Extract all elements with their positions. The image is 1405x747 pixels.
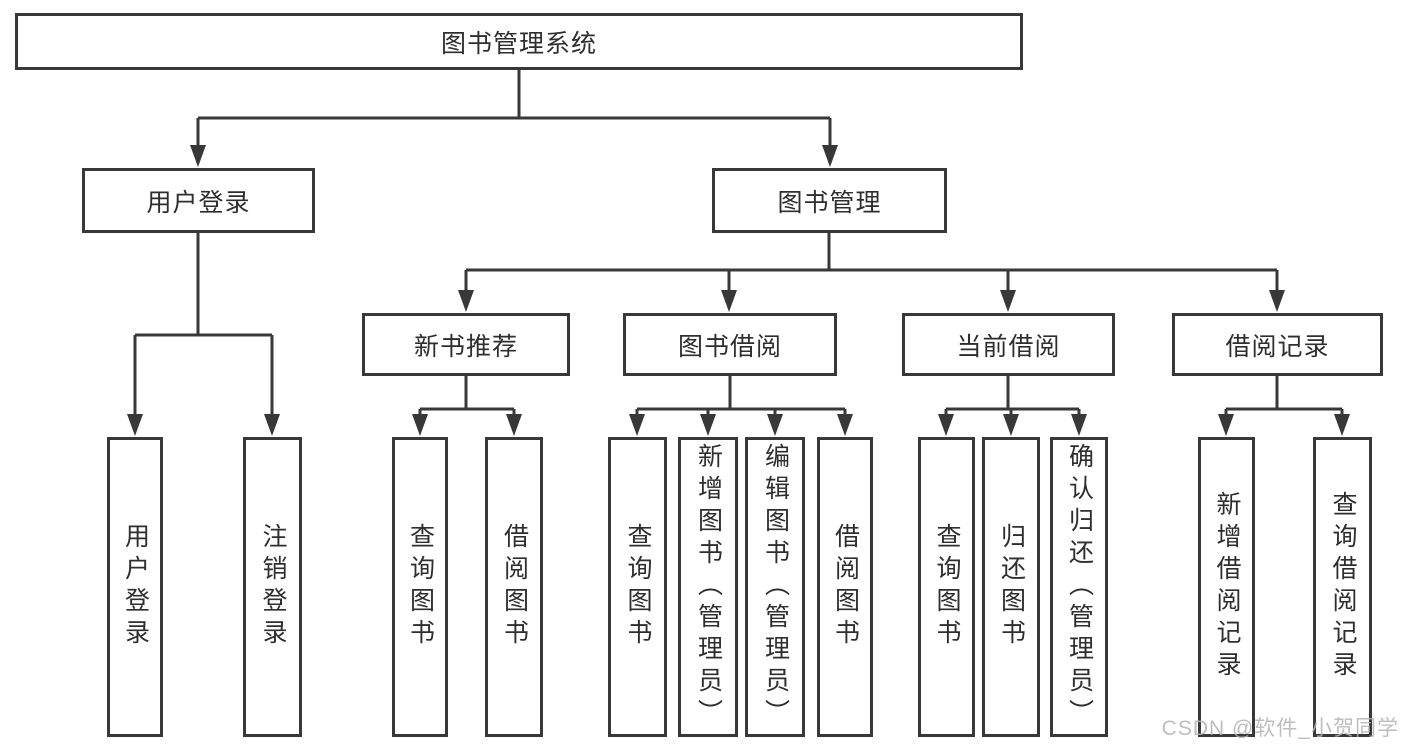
- leaf-query-books-current: 查询图书: [918, 437, 975, 737]
- arrowhead-icon: [127, 414, 143, 436]
- leaf-label: 注销登录: [259, 523, 287, 651]
- leaf-add-book-admin: 新增图书（管理员）: [678, 437, 738, 737]
- leaf-borrow-books-borrowing: 借阅图书: [817, 437, 873, 737]
- node-book-management: 图书管理: [712, 168, 947, 233]
- node-root-system: 图书管理系统: [15, 13, 1023, 70]
- node-label: 当前借阅: [956, 332, 1061, 361]
- arrowhead-icon: [721, 290, 737, 312]
- arrowhead-icon: [837, 414, 853, 436]
- leaf-label: 查询图书: [933, 523, 961, 651]
- leaf-label: 编辑图书（管理员）: [761, 443, 790, 731]
- leaf-query-borrow-record: 查询借阅记录: [1313, 437, 1372, 737]
- arrowhead-icon: [458, 290, 474, 312]
- node-current-borrowing: 当前借阅: [902, 313, 1115, 376]
- leaf-logout: 注销登录: [243, 437, 302, 737]
- leaf-return-books: 归还图书: [982, 437, 1040, 737]
- node-label: 用户登录: [146, 188, 251, 217]
- node-book-borrowing: 图书借阅: [623, 313, 837, 376]
- node-user-login: 用户登录: [82, 168, 315, 233]
- arrowhead-icon: [412, 414, 428, 436]
- arrowhead-icon: [264, 414, 280, 436]
- arrowhead-icon: [1003, 414, 1019, 436]
- watermark: CSDN @软件_小贺同学: [1161, 717, 1399, 740]
- leaf-add-borrow-record: 新增借阅记录: [1198, 437, 1255, 737]
- node-label: 图书管理系统: [440, 29, 597, 58]
- connector-borrow-records-to-leaves: [1218, 376, 1350, 436]
- leaf-label: 查询图书: [406, 523, 435, 651]
- node-label: 图书借阅: [677, 332, 782, 361]
- node-label: 图书管理: [777, 188, 882, 217]
- arrowhead-icon: [1334, 414, 1350, 436]
- connector-current-borrow-to-leaves: [938, 376, 1087, 436]
- arrowhead-icon: [190, 145, 206, 167]
- leaf-query-books-recommendation: 查询图书: [392, 437, 448, 737]
- leaf-query-books-borrowing: 查询图书: [608, 437, 667, 737]
- leaf-label: 新增图书（管理员）: [694, 443, 723, 731]
- leaf-edit-book-admin: 编辑图书（管理员）: [745, 437, 805, 737]
- arrowhead-icon: [938, 414, 954, 436]
- leaf-label: 归还图书: [997, 523, 1026, 651]
- leaf-user-login: 用户登录: [107, 437, 163, 737]
- leaf-label: 查询图书: [624, 523, 652, 651]
- leaf-label: 借阅图书: [831, 523, 860, 651]
- arrowhead-icon: [822, 145, 838, 167]
- arrowhead-icon: [767, 414, 783, 436]
- leaf-borrow-books-recommendation: 借阅图书: [485, 437, 543, 737]
- connector-new-book-rec-to-leaves: [412, 376, 522, 436]
- arrowhead-icon: [1000, 290, 1016, 312]
- leaf-label: 查询借阅记录: [1329, 491, 1357, 683]
- arrowhead-icon: [506, 414, 522, 436]
- leaf-label: 借阅图书: [500, 523, 529, 651]
- connector-user-login-to-leaves: [127, 233, 280, 436]
- node-label: 借阅记录: [1225, 332, 1330, 361]
- node-borrowing-records: 借阅记录: [1172, 313, 1383, 376]
- leaf-label: 新增借阅记录: [1213, 491, 1241, 683]
- connector-book-borrow-to-leaves: [629, 376, 853, 436]
- arrowhead-icon: [1269, 290, 1285, 312]
- node-new-book-recommendation: 新书推荐: [362, 313, 570, 376]
- arrowhead-icon: [700, 414, 716, 436]
- arrowhead-icon: [629, 414, 645, 436]
- connector-root-to-level2: [190, 70, 838, 167]
- leaf-confirm-return-admin: 确认归还（管理员）: [1050, 437, 1108, 737]
- connector-book-management-to-level3: [458, 233, 1285, 312]
- node-label: 新书推荐: [413, 332, 518, 361]
- arrowhead-icon: [1218, 414, 1234, 436]
- leaf-label: 用户登录: [121, 523, 150, 651]
- leaf-label: 确认归还（管理员）: [1065, 443, 1094, 731]
- arrowhead-icon: [1071, 414, 1087, 436]
